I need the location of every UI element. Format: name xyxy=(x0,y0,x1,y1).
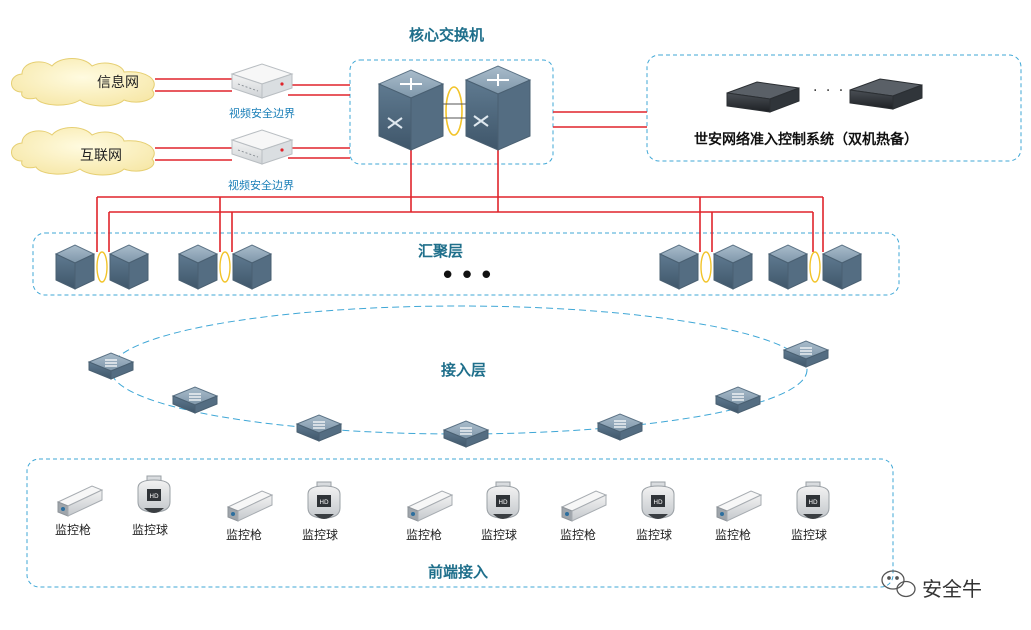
frontend-title: 前端接入 xyxy=(428,563,489,581)
device-label: 监控球 xyxy=(791,528,828,542)
cloud-icon xyxy=(11,127,155,176)
gun-camera-icon xyxy=(406,490,454,522)
dome-camera-icon: HD xyxy=(641,481,675,519)
device-label: 监控球 xyxy=(636,528,673,542)
access-switch-icon xyxy=(782,340,830,368)
dome-camera-icon: HD xyxy=(307,481,341,519)
security-gateway-icon xyxy=(230,63,294,99)
nac-ellipsis: · · · xyxy=(813,83,846,99)
gun-camera-icon xyxy=(226,490,274,522)
device-label: 监控枪 xyxy=(560,528,597,542)
dome-camera-icon: HD xyxy=(137,475,171,513)
cloud-icon xyxy=(11,58,155,107)
frontend-frame xyxy=(26,458,894,588)
core-title: 核心交换机 xyxy=(409,26,485,44)
aggregation-frame xyxy=(32,232,900,296)
device-label: 监控枪 xyxy=(715,528,752,542)
aggregation-switch-pair xyxy=(177,244,273,290)
aggregation-title: 汇聚层 xyxy=(418,242,464,260)
server-icon xyxy=(726,81,800,113)
svg-text:HD: HD xyxy=(808,499,818,506)
boundary-label-internet: 视频安全边界 xyxy=(228,179,294,192)
device-label: 监控枪 xyxy=(226,528,263,542)
dome-camera-icon: HD xyxy=(796,481,830,519)
core-switch-icon xyxy=(464,65,532,151)
nac-frame xyxy=(646,54,1022,162)
svg-text:HD: HD xyxy=(149,493,159,500)
stack-link-icon xyxy=(443,86,466,136)
device-label: 监控枪 xyxy=(406,528,443,542)
access-switch-icon xyxy=(596,413,644,441)
boundary-label-info: 视频安全边界 xyxy=(229,107,295,120)
svg-text:HD: HD xyxy=(498,499,508,506)
svg-text:HD: HD xyxy=(653,499,663,506)
access-title: 接入层 xyxy=(441,361,487,379)
watermark-text: 安全牛 xyxy=(922,577,982,601)
access-switch-icon xyxy=(442,420,490,448)
red-links xyxy=(96,78,824,252)
network-label-info: 信息网 xyxy=(97,75,139,91)
aggregation-switch-pair xyxy=(767,244,863,290)
access-switch-icon xyxy=(87,352,135,380)
access-switch-icon xyxy=(171,386,219,414)
aggregation-switch-pair xyxy=(54,244,150,290)
nac-label: 世安网络准入控制系统（双机热备） xyxy=(694,132,918,148)
gun-camera-icon xyxy=(560,490,608,522)
wechat-icon xyxy=(881,570,916,598)
device-label: 监控球 xyxy=(302,528,339,542)
access-switch-icon xyxy=(714,386,762,414)
server-icon xyxy=(849,78,923,110)
aggregation-switch-pair xyxy=(658,244,754,290)
device-label: 监控球 xyxy=(481,528,518,542)
core-switch-icon xyxy=(377,69,445,151)
aggregation-ellipsis: ••• xyxy=(440,261,499,291)
device-label: 监控枪 xyxy=(55,523,92,537)
device-label: 监控球 xyxy=(132,523,169,537)
gun-camera-icon xyxy=(56,485,104,517)
access-switch-icon xyxy=(295,414,343,442)
gun-camera-icon xyxy=(715,490,763,522)
dome-camera-icon: HD xyxy=(486,481,520,519)
network-label-internet: 互联网 xyxy=(80,148,122,164)
security-gateway-icon xyxy=(230,129,294,165)
svg-text:HD: HD xyxy=(319,499,329,506)
